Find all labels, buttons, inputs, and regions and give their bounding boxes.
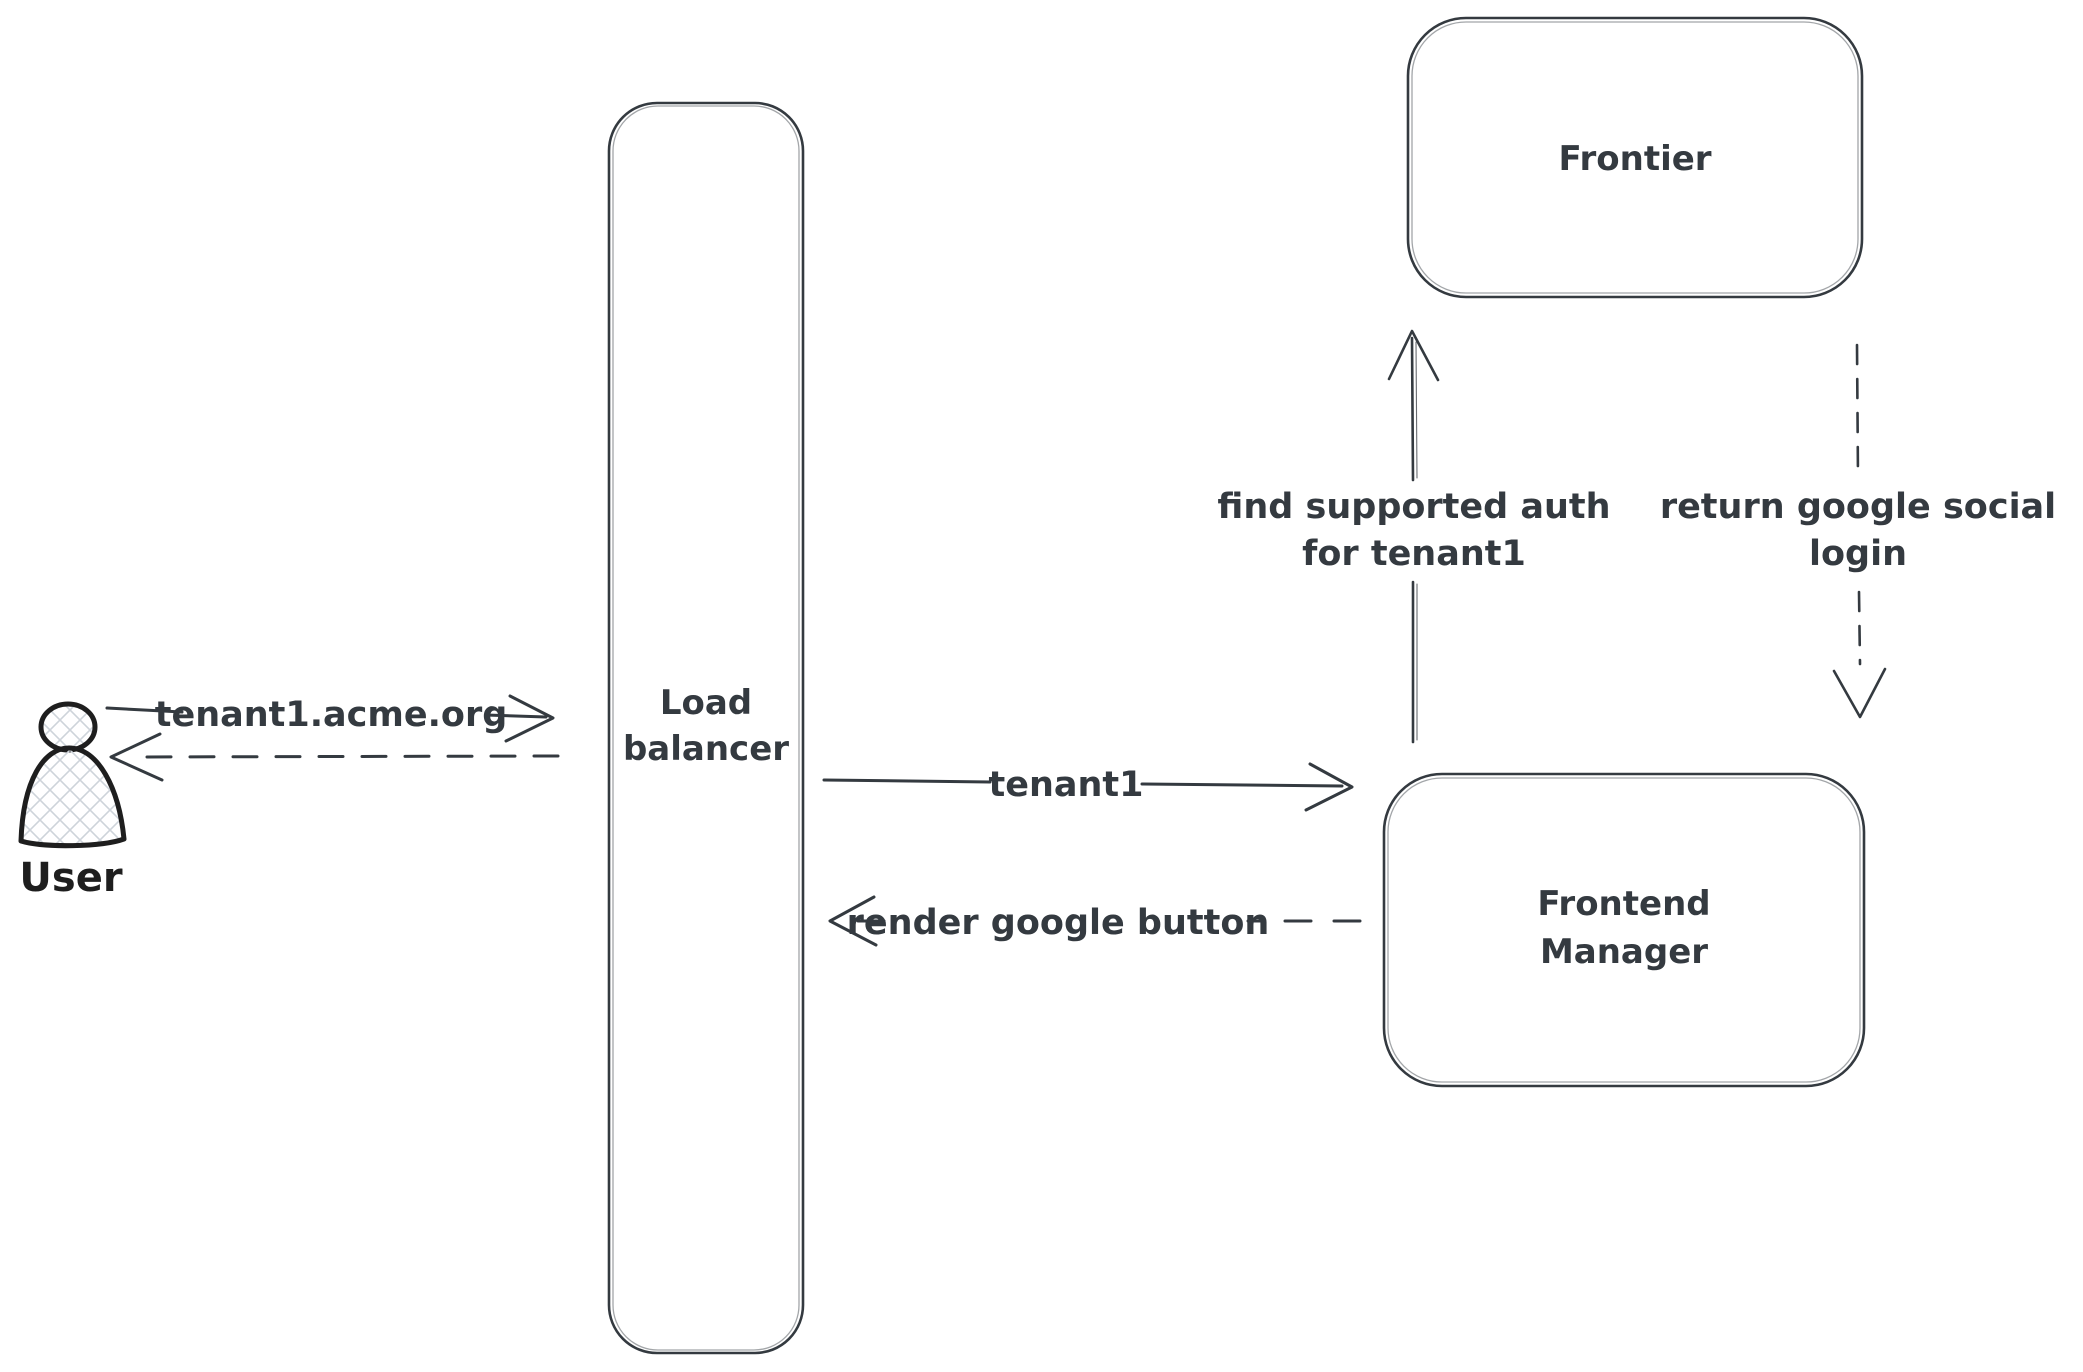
edge-load-balancer-to-user[interactable]	[109, 732, 560, 782]
node-frontier[interactable]: Frontier	[1406, 16, 1864, 299]
arrow-line	[1410, 336, 1415, 482]
arrow-line-dashed	[1855, 343, 1860, 480]
load-balancer-label-line2: balancer	[623, 729, 789, 769]
edge-label: tenant1	[988, 765, 1143, 805]
edge-frontend-manager-to-frontier[interactable]: find supported auth for tenant1	[1217, 329, 1611, 744]
edge-label-line2: login	[1809, 534, 1907, 574]
edge-label-line2: for tenant1	[1302, 534, 1526, 574]
edge-label: render google button	[847, 903, 1270, 943]
edge-label-line1: return google social	[1660, 487, 2056, 527]
frontend-manager-box	[1382, 772, 1866, 1088]
arrow-head-right-icon	[504, 694, 555, 743]
arrow-line	[484, 713, 548, 719]
user-head	[38, 701, 98, 753]
load-balancer-box-sketch	[612, 105, 800, 1351]
frontier-box-sketch	[1411, 21, 1859, 294]
frontend-manager-box-sketch	[1387, 777, 1861, 1083]
edge-user-to-load-balancer[interactable]: tenant1.acme.org	[105, 694, 555, 743]
node-load-balancer[interactable]: Load balancer	[607, 101, 805, 1355]
node-user[interactable]: User	[18, 701, 127, 901]
user-body	[18, 745, 127, 849]
arrow-head-right-icon	[1304, 762, 1354, 812]
node-frontend-manager[interactable]: Frontend Manager	[1382, 772, 1866, 1088]
frontier-label: Frontier	[1558, 139, 1711, 179]
arrow-head-left-icon	[828, 895, 878, 947]
arrow-line	[105, 706, 184, 714]
edge-frontend-manager-to-load-balancer[interactable]: render google button	[828, 895, 1362, 947]
arrow-line-dashed	[128, 754, 560, 759]
arrow-head-down-icon	[1832, 667, 1887, 719]
load-balancer-box	[607, 101, 805, 1355]
arrow-line-dashed	[1857, 590, 1862, 666]
arrow-head-up-icon	[1387, 329, 1440, 382]
edge-label-line1: find supported auth	[1217, 487, 1610, 527]
arrow-line-sketch	[1415, 341, 1418, 741]
frontier-box	[1406, 16, 1864, 299]
arrow-line	[822, 778, 992, 784]
arrow-head-left-icon	[109, 732, 164, 782]
edge-frontier-to-frontend-manager[interactable]: return google social login	[1660, 343, 2056, 719]
frontend-manager-label-line1: Frontend	[1537, 884, 1710, 924]
arrow-line	[1140, 782, 1344, 788]
user-label: User	[19, 855, 122, 901]
edge-label: tenant1.acme.org	[155, 695, 508, 735]
load-balancer-label-line1: Load	[660, 683, 752, 723]
edge-load-balancer-to-frontend-manager[interactable]: tenant1	[822, 762, 1354, 812]
frontend-manager-label-line2: Manager	[1540, 932, 1708, 972]
